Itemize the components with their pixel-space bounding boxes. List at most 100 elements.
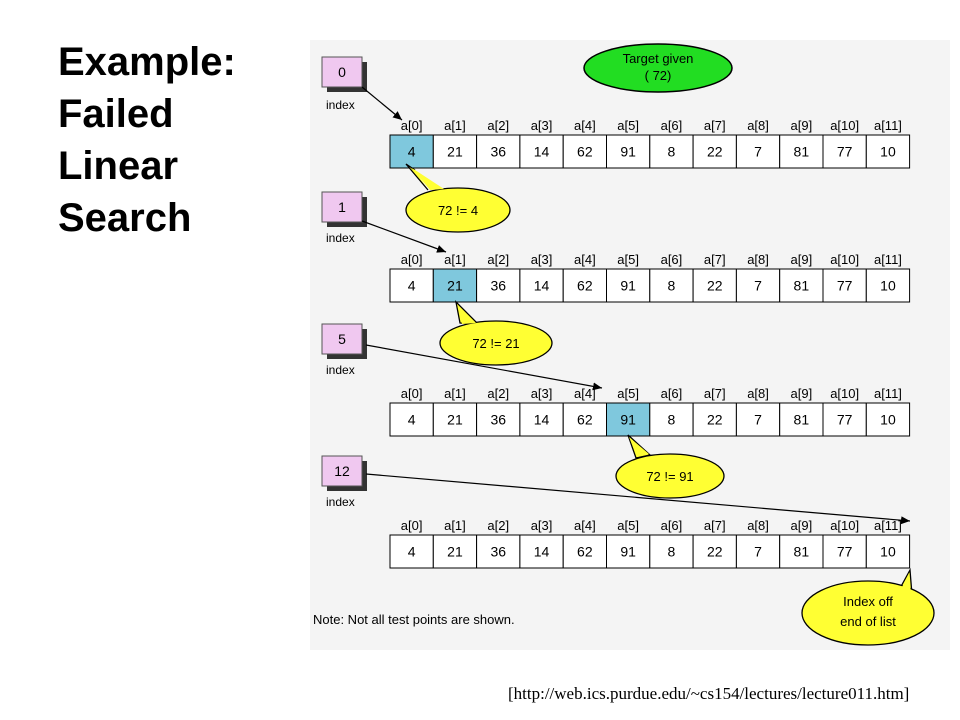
target-given-bubble: Target given ( 72)	[583, 43, 733, 93]
array-index-label: a[2]	[487, 518, 509, 533]
array-index-label: a[5]	[617, 252, 639, 267]
index-label-12: index	[326, 495, 355, 509]
array-cell-value: 21	[447, 144, 463, 160]
array-cell	[822, 268, 867, 303]
array-cell-value: 14	[534, 412, 550, 428]
array-cell-value: 14	[534, 144, 550, 160]
index-label-5: index	[326, 363, 355, 377]
array-cell	[692, 402, 737, 437]
index-value-12: 12	[334, 463, 350, 479]
array-index-label: a[1]	[444, 518, 466, 533]
array-cell-value: 7	[754, 144, 762, 160]
array-cell	[432, 402, 478, 437]
array-index-label: a[3]	[531, 118, 553, 133]
index-label-0: index	[326, 98, 355, 112]
array-cell-value: 4	[408, 412, 416, 428]
array-index-label: a[7]	[704, 386, 726, 401]
array-cell-value: 8	[668, 144, 676, 160]
array-cell	[519, 534, 564, 569]
array-cell-value: 62	[577, 144, 593, 160]
array-cell-value: 91	[620, 144, 636, 160]
array-cell	[476, 402, 521, 437]
array-cell-value: 21	[447, 412, 463, 428]
array-index-label: a[10]	[830, 252, 859, 267]
array-cell-value: 4	[408, 544, 416, 560]
array-cell-value: 62	[577, 278, 593, 294]
array-cell	[779, 402, 824, 437]
array-cell	[476, 534, 521, 569]
array-cell-value: 91	[620, 544, 636, 560]
array-cell-value: 10	[880, 544, 896, 560]
array-cell-value: 4	[408, 278, 416, 294]
array-cell-value: 21	[447, 278, 463, 294]
array-cell	[562, 134, 607, 169]
array-index-label: a[8]	[747, 252, 769, 267]
array-index-label: a[10]	[830, 386, 859, 401]
title-line-4: Search	[58, 196, 192, 240]
array-cell	[865, 402, 911, 437]
array-cell	[562, 402, 607, 437]
bubble-step-5: 72 != 91	[615, 434, 725, 499]
array-cell	[606, 134, 651, 169]
array-row-step-5: a[0]a[1]a[2]a[3]a[4]a[5]a[6]a[7]a[8]a[9]…	[389, 386, 911, 437]
array-index-label: a[10]	[830, 518, 859, 533]
array-cell-value: 14	[534, 544, 550, 560]
array-cell-value: 8	[668, 278, 676, 294]
array-index-label: a[5]	[617, 386, 639, 401]
array-index-label: a[3]	[531, 518, 553, 533]
array-cell-value: 7	[754, 278, 762, 294]
array-cell	[389, 268, 434, 303]
step-12: 12 index a[0]a[1]a[2]a[3]a[4]a[5]a[6]a[7…	[321, 455, 911, 569]
array-index-label: a[9]	[791, 252, 813, 267]
linear-search-figure: Target given ( 72) 0 index a[0]a[1]a[2]a…	[310, 40, 950, 650]
array-cell-value: 4	[408, 144, 416, 160]
array-index-label: a[11]	[874, 118, 902, 133]
array-cell	[865, 268, 911, 303]
array-cell-value: 36	[490, 412, 506, 428]
array-cell	[649, 534, 694, 569]
array-cell	[562, 268, 607, 303]
bubble-text-5: 72 != 91	[646, 469, 693, 484]
array-index-label: a[11]	[874, 386, 902, 401]
array-cell-highlighted	[389, 134, 434, 169]
array-index-label: a[7]	[704, 252, 726, 267]
array-cell-value: 7	[754, 544, 762, 560]
array-row-step-12: a[0]a[1]a[2]a[3]a[4]a[5]a[6]a[7]a[8]a[9]…	[389, 518, 911, 569]
array-cell	[562, 534, 607, 569]
slide-title: Example: Failed Linear Search	[58, 36, 288, 244]
array-index-label: a[7]	[704, 518, 726, 533]
array-index-label: a[6]	[661, 252, 683, 267]
target-given-line-2: ( 72)	[645, 68, 672, 83]
array-cell	[649, 402, 694, 437]
index-box-12	[321, 455, 363, 487]
array-cell	[389, 534, 434, 569]
array-cell-value: 14	[534, 278, 550, 294]
array-index-label: a[8]	[747, 386, 769, 401]
array-index-label: a[4]	[574, 386, 596, 401]
bubble-step-0: 72 != 4	[405, 163, 511, 233]
array-cell-highlighted	[432, 268, 478, 303]
end-bubble-line-1: Index off	[843, 594, 893, 609]
array-index-label: a[9]	[791, 518, 813, 533]
array-cell-value: 62	[577, 544, 593, 560]
array-cell	[476, 268, 521, 303]
array-index-label: a[5]	[617, 518, 639, 533]
array-cell-value: 77	[837, 144, 853, 160]
array-cell	[865, 534, 911, 569]
array-index-label: a[8]	[747, 518, 769, 533]
array-cell-value: 81	[794, 412, 810, 428]
end-bubble-line-2: end of list	[840, 614, 896, 629]
array-cell-value: 22	[707, 544, 723, 560]
array-index-label: a[1]	[444, 118, 466, 133]
index-box-0	[321, 56, 363, 88]
array-index-label: a[9]	[791, 386, 813, 401]
bubble-step-1: 72 != 21	[439, 300, 553, 366]
index-off-end-bubble: Index off end of list	[801, 567, 935, 646]
array-cell-value: 21	[447, 544, 463, 560]
array-cell	[779, 268, 824, 303]
array-index-label: a[2]	[487, 386, 509, 401]
array-cell-value: 77	[837, 278, 853, 294]
array-cell	[735, 402, 781, 437]
array-cell-value: 81	[794, 544, 810, 560]
array-index-label: a[2]	[487, 118, 509, 133]
